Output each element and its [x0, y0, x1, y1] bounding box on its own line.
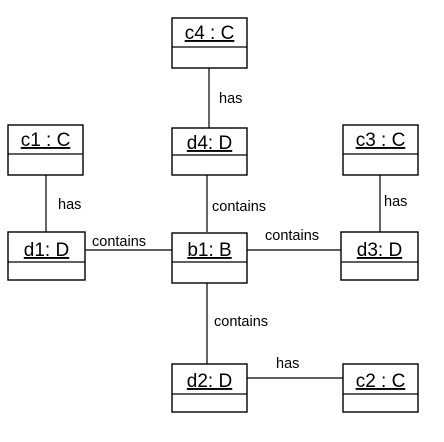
object-name-d1: d1: D [24, 240, 69, 261]
object-name-d2: d2: D [187, 371, 232, 392]
object-c4: c4 : C [171, 17, 248, 69]
object-name-b1: b1: B [187, 240, 231, 261]
object-name-c2: c2 : C [356, 371, 406, 392]
object-name-c3: c3 : C [356, 130, 406, 151]
object-c2: c2 : C [342, 363, 419, 413]
link-label-c3-d3: has [384, 194, 407, 210]
link-label-c1-d1: has [58, 197, 81, 213]
object-d2: d2: D [171, 363, 248, 413]
object-name-c1: c1 : C [21, 130, 71, 151]
link-label-b1-d3: contains [265, 228, 319, 244]
object-name-d3: d3: D [357, 240, 402, 261]
object-name-c4: c4 : C [185, 23, 235, 44]
link-label-b1-d2: contains [214, 314, 268, 330]
object-name-d4: d4: D [187, 133, 232, 154]
object-d3: d3: D [340, 231, 419, 281]
link-label-c4-d4: has [219, 91, 242, 107]
object-c1: c1 : C [7, 124, 84, 176]
link-label-d1-b1: contains [92, 234, 146, 250]
object-b1: b1: B [171, 232, 248, 284]
object-c3: c3 : C [342, 124, 419, 176]
object-d4: d4: D [171, 127, 248, 176]
link-label-d4-b1: contains [212, 199, 266, 215]
link-label-d2-c2: has [276, 356, 299, 372]
object-d1: d1: D [7, 231, 86, 281]
